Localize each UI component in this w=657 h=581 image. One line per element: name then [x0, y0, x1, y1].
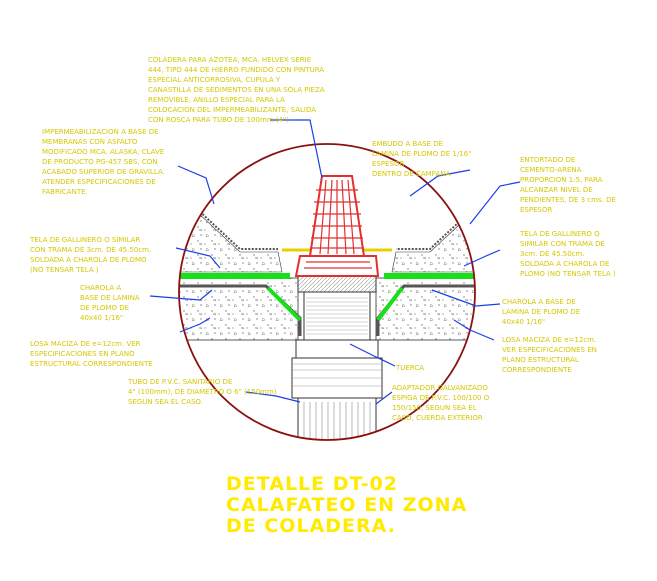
- label-line: CEMENTO-ARENA: [520, 166, 582, 174]
- annotation-tela-right: TELA DE GALLINERO O SIMILAR CON TRAMA DE…: [519, 230, 616, 278]
- annotation-tuerca: TUERCA: [395, 364, 424, 372]
- label-line: SEGUN SEA EL CASO.: [128, 398, 203, 406]
- drain-flange: [297, 275, 377, 293]
- label-line: PROPORCION 1:5, PARA: [520, 176, 603, 184]
- leader-lines: [149, 119, 521, 405]
- label-line: ESTRUCTURAL CORRESPONDIENTE: [30, 360, 153, 368]
- label-line: 40x40 1/16": [80, 314, 123, 322]
- label-line: FABRICANTE.: [42, 188, 88, 196]
- label-line: 3cm. DE 45.50cm.: [520, 250, 585, 258]
- label-line: CORRESPONDIENTE: [502, 366, 572, 374]
- label-line: COLADERA PARA AZOTEA, MCA. HELVEX SERIE: [148, 56, 311, 64]
- annotation-adaptador: ADAPTADOR GALVANIZADO ESPIGA DE P.V.C. 1…: [392, 384, 490, 422]
- annotation-coladera: COLADERA PARA AZOTEA, MCA. HELVEX SERIE …: [148, 56, 325, 124]
- label-line: EMBUDO A BASE DE: [372, 140, 443, 148]
- label-line: MEMBRANAS CON ASFALTO: [42, 138, 138, 146]
- label-line: PLANO ESTRUCTURAL: [502, 356, 579, 364]
- label-line: CON ROSCA PARA TUBO DE 100mm (4"): [148, 116, 289, 124]
- label-line: DE PLOMO DE: [80, 304, 129, 312]
- label-line: VER ESPECIFICACIONES EN: [502, 346, 597, 354]
- label-line: ATENDER ESPECIFICACIONES DE: [42, 178, 156, 186]
- label-line: COLOCACION DEL IMPERMEABILIZANTE, SALIDA: [148, 106, 316, 114]
- annotation-embudo: EMBUDO A BASE DE LAMINA DE PLOMO DE 1/16…: [372, 140, 471, 178]
- label-line: 150/150, SEGUN SEA EL: [392, 404, 477, 412]
- membrane-left: [179, 199, 290, 279]
- detail-circle: [178, 143, 476, 441]
- dome-strainer: [294, 175, 380, 277]
- label-line: DENTRO DE CAMPANA: [372, 170, 450, 178]
- label-line: LOSA MACIZA DE e=12cm. VER: [30, 340, 141, 348]
- label-line: SOLDADA A CHAROLA DE PLOMO: [30, 256, 147, 264]
- label-line: DE PRODUCTO PG-457 SBS, CON: [42, 158, 157, 166]
- label-line: SOLDADA A CHAROLA DE: [520, 260, 609, 268]
- annotation-tela-left: TELA DE GALLINERO O SIMILAR CON TRAMA DE…: [29, 236, 151, 274]
- label-line: TELA DE GALLINERO O: [519, 230, 600, 238]
- label-line: TUBO DE P.V.C. SANITARIO DE: [127, 378, 232, 386]
- annotation-losa-right: LOSA MACIZA DE e=12cm. VER ESPECIFICACIO…: [502, 336, 597, 374]
- label-line: ESPESOR: [372, 160, 404, 168]
- label-line: ALCANZAR NIVEL DE: [520, 186, 593, 194]
- drain-thread: [306, 297, 368, 335]
- annotation-entortado: ENTORTADO DE CEMENTO-ARENA PROPORCION 1:…: [520, 156, 616, 214]
- label-line: 4" (100mm), DE DIAMETRO O 6" (150mm): [128, 388, 277, 396]
- label-line: TELA DE GALLINERO O SIMILAR: [29, 236, 140, 244]
- pvc-tube: [297, 397, 377, 440]
- label-line: BASE DE LAMINA: [80, 294, 140, 302]
- annotation-charola-right: CHAROLA A BASE DE LAMINA DE PLOMO DE 40x…: [502, 298, 580, 326]
- label-line: IMPERMEABILIZACION A BASE DE: [42, 128, 159, 136]
- label-line: ESPESOR: [520, 206, 552, 214]
- label-line: LAMINA DE PLOMO DE: [502, 308, 580, 316]
- label-line: ENTORTADO DE: [520, 156, 575, 164]
- detail-title: DETALLE DT-02 CALAFATEO EN ZONA DE COLAD…: [226, 473, 467, 537]
- annotation-charola-left: CHAROLA A BASE DE LAMINA DE PLOMO DE 40x…: [80, 284, 140, 322]
- label-line: CON TRAMA DE 3cm. DE 45.50cm.: [30, 246, 151, 254]
- label-line: 40x40 1/16": [502, 318, 545, 326]
- slab-right: [375, 277, 475, 341]
- gravel-left: [179, 194, 278, 250]
- label-line: PLOMO (NO TENSAR TELA ): [520, 270, 616, 278]
- label-line: CHAROLA A: [80, 284, 121, 292]
- label-line: 444, TIPO 444 DE HIERRO FUNDIDO CON PINT…: [148, 66, 324, 74]
- label-line: ESPECIFICACIONES EN PLANO: [30, 350, 135, 358]
- label-line: ADAPTADOR GALVANIZADO: [392, 384, 488, 392]
- drain-body: [303, 291, 371, 341]
- title-line: CALAFATEO EN ZONA: [226, 494, 467, 516]
- label-line: CANASTILLA DE SEDIMENTOS EN UNA SOLA PIE…: [148, 86, 325, 94]
- label-line: (NO TENSAR TELA ): [30, 266, 99, 274]
- label-line: ESPECIAL ANTICORROSIVA, CUPULA Y: [148, 76, 281, 84]
- label-line: PENDIENTES, DE 3 cms. DE: [520, 196, 616, 204]
- label-line: ACABADO SUPERIOR DE GRAVILLA.: [42, 168, 165, 176]
- label-line: CASO, CUERDA EXTERIOR: [392, 414, 483, 422]
- annotation-tubo: TUBO DE P.V.C. SANITARIO DE 4" (100mm), …: [127, 378, 277, 406]
- membrane-right: [384, 199, 475, 279]
- label-line: SIMILAR CON TRAMA DE: [520, 240, 605, 248]
- label-line: CHAROLA A BASE DE: [502, 298, 576, 306]
- label-line: REMOVIBLE, ANILLO ESPECIAL PARA LA: [148, 96, 285, 104]
- title-line: DE COLADERA.: [226, 515, 396, 537]
- annotation-impermeabilizacion: IMPERMEABILIZACION A BASE DE MEMBRANAS C…: [42, 128, 165, 196]
- label-line: MODIFICADO MCA. ALASKA, CLAVE: [42, 148, 164, 156]
- fill-left: [179, 197, 283, 273]
- slab-left: [179, 277, 299, 341]
- label-line: LOSA MACIZA DE e=12cm.: [502, 336, 596, 344]
- label-line: TUERCA: [395, 364, 424, 372]
- annotation-losa-left: LOSA MACIZA DE e=12cm. VER ESPECIFICACIO…: [30, 340, 153, 368]
- title-line: DETALLE DT-02: [226, 473, 398, 495]
- label-line: ESPIGA DE P.V.C. 100/100 O: [392, 394, 490, 402]
- nut: [295, 339, 379, 359]
- label-line: LAMINA DE PLOMO DE 1/16": [372, 150, 471, 158]
